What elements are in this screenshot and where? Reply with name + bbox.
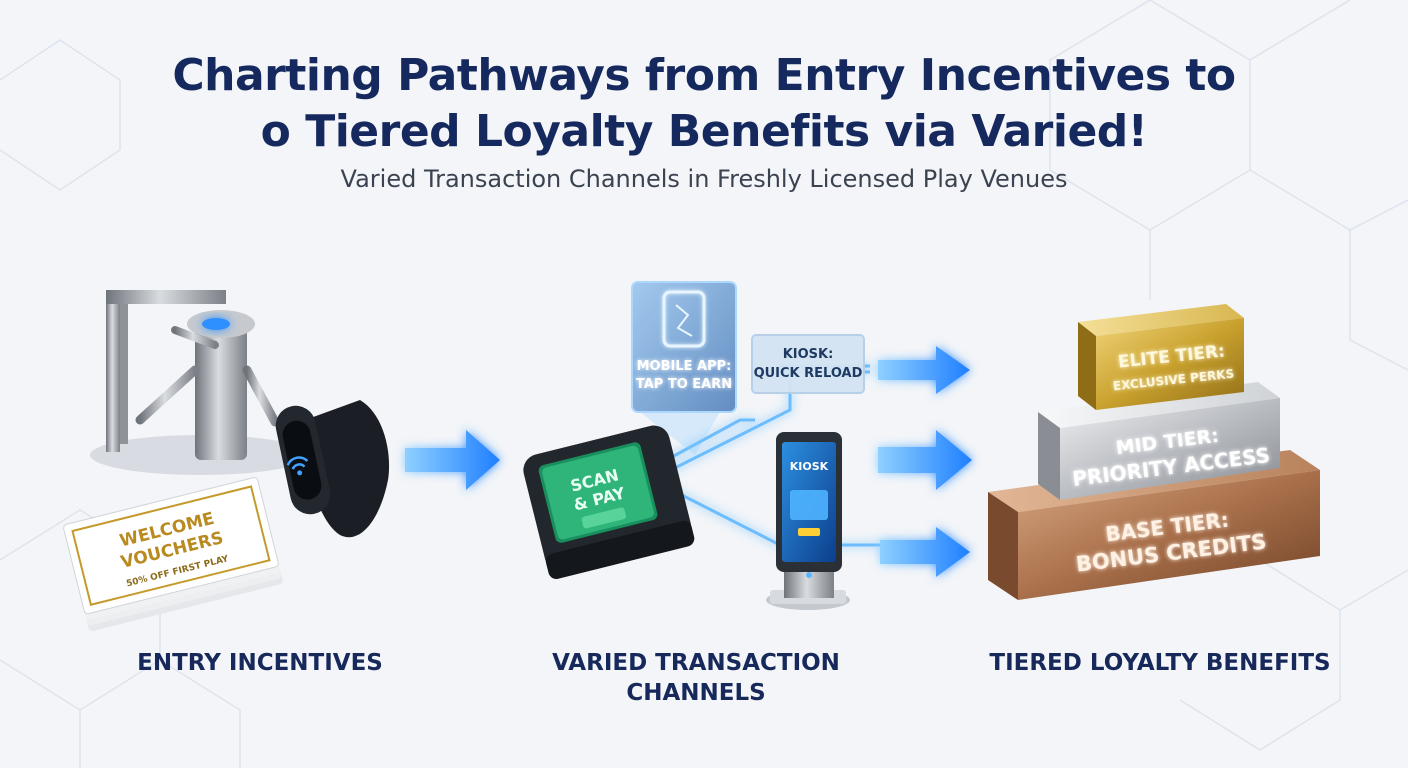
arrow-to-mid-tier: [878, 430, 972, 490]
tier-elite-block: ELITE TIER: EXCLUSIVE PERKS: [1078, 304, 1244, 410]
kiosk-panel-line-2: QUICK RELOAD: [754, 366, 863, 381]
kiosk-panel-line-1: KIOSK:: [783, 347, 834, 362]
stage-label-tiers: TIERED LOYALTY BENEFITS: [960, 648, 1360, 678]
arrow-to-elite-tier: [878, 346, 970, 394]
arrow-to-base-tier: [880, 527, 970, 577]
smart-wristband-illustration: [272, 400, 389, 537]
stage-label-channels-line-2: CHANNELS: [496, 678, 896, 708]
kiosk-stand-illustration: KIOSK: [766, 432, 850, 610]
pos-terminal-illustration: SCAN & PAY: [520, 422, 696, 581]
arrow-entry-to-channels: [405, 430, 500, 490]
turnstile-illustration: [90, 290, 310, 475]
kiosk-screen-label: KIOSK: [790, 460, 829, 473]
welcome-vouchers-card: WELCOME VOUCHERS 50% OFF FIRST PLAY: [63, 477, 284, 632]
stage-label-channels: VARIED TRANSACTION CHANNELS: [496, 648, 896, 708]
mobile-app-line-1: MOBILE APP:: [637, 359, 732, 374]
kiosk-reload-panel: KIOSK: QUICK RELOAD: [752, 335, 864, 393]
stage-label-entry: ENTRY INCENTIVES: [60, 648, 460, 678]
stage-label-channels-line-1: VARIED TRANSACTION: [496, 648, 896, 678]
mobile-app-line-2: TAP TO EARN: [636, 377, 732, 392]
